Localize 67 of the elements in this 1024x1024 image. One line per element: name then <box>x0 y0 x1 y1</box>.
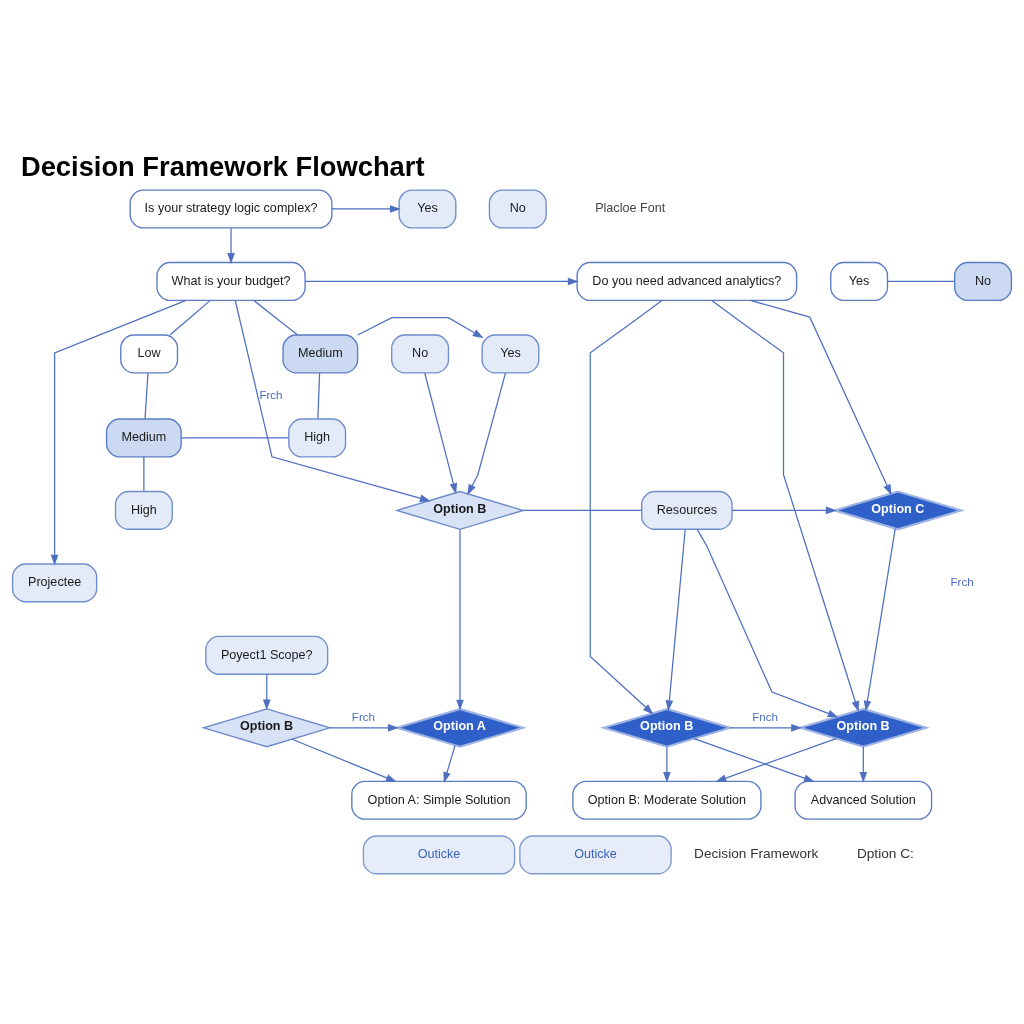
arrow <box>696 528 839 717</box>
node-box: Yes <box>398 188 457 229</box>
arrow <box>467 372 507 495</box>
connector <box>253 299 299 335</box>
arrow <box>424 371 458 494</box>
arrow <box>234 299 431 502</box>
node-box: What is your budget? <box>156 261 306 301</box>
connector <box>887 280 955 282</box>
arrow <box>729 723 803 732</box>
arrow <box>693 737 815 782</box>
arrow <box>50 299 187 566</box>
edge-label: Fnch <box>752 710 778 723</box>
node-box: High <box>114 490 173 530</box>
connector <box>317 372 321 419</box>
arrow <box>304 277 579 285</box>
arrow <box>715 737 837 782</box>
label: Decision Framework <box>694 845 819 861</box>
arrow <box>329 723 399 732</box>
arrow <box>663 745 671 783</box>
arrow <box>665 528 686 711</box>
arrow <box>863 527 896 712</box>
node-box: Projectee <box>11 562 98 602</box>
arrow <box>589 299 663 714</box>
diagram-title: Decision Framework Flowchart <box>20 150 425 182</box>
edge-label: Frch <box>351 710 375 723</box>
connector <box>144 372 149 419</box>
arrow <box>859 745 868 783</box>
arrow <box>731 506 837 514</box>
arrow <box>227 227 235 264</box>
connector <box>169 299 211 335</box>
label: Placloe Font <box>595 200 666 215</box>
node-box: Resources <box>641 490 733 530</box>
connector <box>180 436 290 439</box>
node-box: Poyect1 Scope? <box>205 635 329 675</box>
node-box: No <box>488 188 547 229</box>
node-box: Advanced Solution <box>794 780 933 820</box>
arrow <box>443 744 456 783</box>
arrow <box>711 299 859 712</box>
node-box: Medium <box>282 333 359 373</box>
node-box: Do you need advanced analytics? <box>576 261 798 301</box>
node-diamond: Option C <box>831 489 965 530</box>
arrow <box>291 738 397 782</box>
arrow <box>357 316 484 338</box>
arrow <box>749 299 892 495</box>
arrow <box>456 528 464 711</box>
node-box: Yes <box>830 261 889 301</box>
node-box: Is your strategy logic complex? <box>129 188 333 229</box>
node-box: Outicke <box>362 834 516 874</box>
node-box: No <box>391 333 450 373</box>
node-diamond: Option B <box>600 707 734 748</box>
node-box: High <box>288 417 347 457</box>
node-box: Option B: Moderate Solution <box>572 780 762 820</box>
node-box: Outicke <box>519 834 672 874</box>
node-box: Yes <box>481 333 540 373</box>
node-diamond: Option B <box>394 490 526 530</box>
node-diamond: Option B <box>201 707 333 747</box>
arrow <box>331 204 401 213</box>
connector <box>522 509 643 511</box>
node-box: Option A: Simple Solution <box>351 780 527 820</box>
node-box: No <box>954 261 1013 301</box>
edge-label: Frch <box>259 388 283 401</box>
label: Dption C: <box>856 845 914 861</box>
label: Frch <box>950 575 974 588</box>
connector <box>143 455 145 492</box>
arrow <box>262 673 271 710</box>
node-box: Medium <box>105 417 182 457</box>
node-box: Low <box>120 333 179 373</box>
